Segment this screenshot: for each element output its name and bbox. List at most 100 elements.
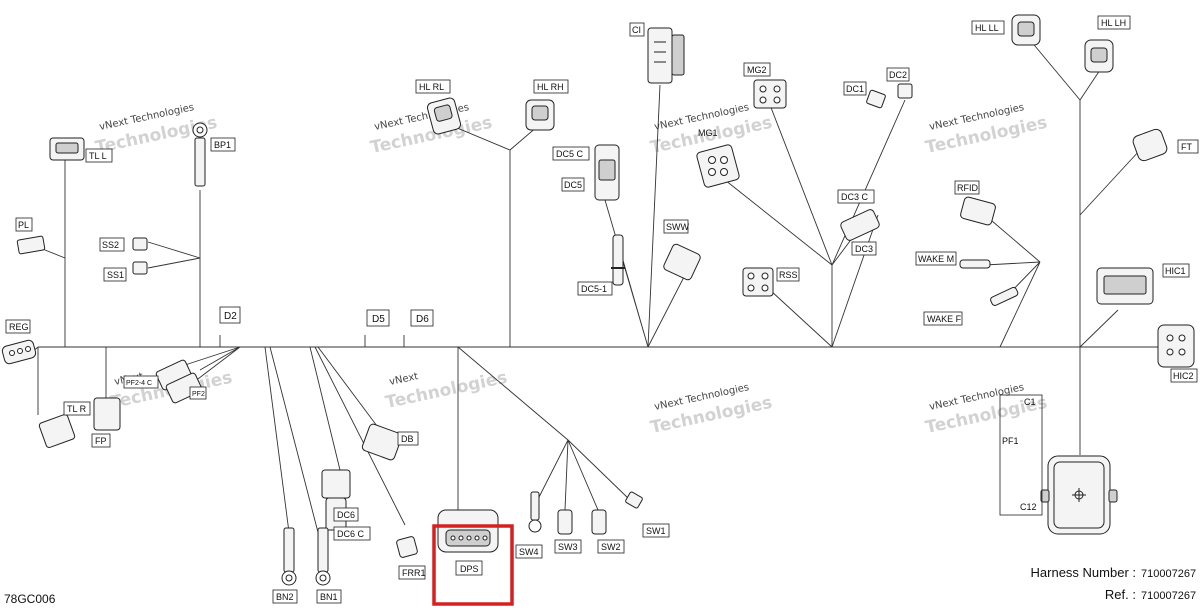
label-d2: D2 xyxy=(224,311,237,322)
label-db: DB xyxy=(401,434,414,444)
connector-db[interactable] xyxy=(361,423,403,461)
connector-wake-f[interactable] xyxy=(990,286,1019,306)
connector-fp[interactable] xyxy=(93,397,121,431)
label-rss: RSS xyxy=(779,270,798,280)
connector-wake-m[interactable] xyxy=(959,259,991,269)
label-bp1: BP1 xyxy=(214,140,231,150)
connector-dps[interactable] xyxy=(437,509,499,553)
wire-dc6-frr-db xyxy=(309,346,406,526)
connector-mg1[interactable] xyxy=(696,144,740,188)
label-ft: FT xyxy=(1181,142,1192,152)
watermark-small: vNext xyxy=(388,371,419,388)
connector-tl-l[interactable] xyxy=(49,137,85,161)
label-dc6: DC6 xyxy=(337,510,355,520)
connector-sw1[interactable] xyxy=(625,491,643,509)
connector-hl-ll[interactable] xyxy=(1011,14,1041,46)
connector-dc5[interactable] xyxy=(594,144,620,201)
connector-sw4[interactable] xyxy=(528,491,542,533)
label-mg1: MG1 xyxy=(698,128,718,138)
label-dc5-c: DC5 C xyxy=(556,149,584,159)
label-dc2: DC2 xyxy=(889,70,907,80)
dps-highlight-frame xyxy=(432,524,514,606)
connector-dc3[interactable] xyxy=(839,208,880,241)
label-c12: C12 xyxy=(1020,502,1037,512)
wire-rss xyxy=(769,289,833,348)
label-tl-r: TL R xyxy=(67,404,87,414)
connector-ft[interactable] xyxy=(1131,128,1168,163)
label-pl: PL xyxy=(18,220,29,230)
wire-rfid-wake xyxy=(984,214,1041,348)
label-rfid: RFID xyxy=(957,183,978,193)
label-mg2: MG2 xyxy=(747,65,767,75)
label-wake-f: WAKE F xyxy=(927,314,962,324)
label-boxes: CI HL LL HL LH HL RL HL RH MG2 DC1 DC2 F… xyxy=(5,15,1199,604)
connector-sww[interactable] xyxy=(662,243,701,281)
connector-pf2[interactable] xyxy=(155,359,203,404)
connector-ss1[interactable] xyxy=(132,261,148,275)
connector-dc2[interactable] xyxy=(897,83,913,99)
connectors xyxy=(1,14,1195,586)
connector-bp1[interactable] xyxy=(192,122,208,187)
label-fp: FP xyxy=(95,436,107,446)
connector-hl-rl[interactable] xyxy=(426,97,462,135)
label-dc5: DC5 xyxy=(564,180,582,190)
label-d6: D6 xyxy=(416,314,429,325)
wire-sw xyxy=(457,346,631,511)
connector-dc5-1[interactable] xyxy=(611,234,625,286)
label-dps: DPS xyxy=(460,564,479,574)
label-dc1: DC1 xyxy=(846,84,864,94)
connector-sw2[interactable] xyxy=(591,509,607,535)
connector-bn1[interactable] xyxy=(315,527,331,586)
label-sw2: SW2 xyxy=(601,542,621,552)
label-hl-lh: HL LH xyxy=(1101,18,1126,28)
connector-mg2[interactable] xyxy=(753,79,787,109)
connector-tl-r[interactable] xyxy=(38,413,76,449)
label-dc6-c: DC6 C xyxy=(337,529,365,539)
connector-hic2[interactable] xyxy=(1157,324,1195,368)
label-pf2-4-c: PF2-4 C xyxy=(126,380,152,387)
label-bn2: BN2 xyxy=(276,592,294,602)
label-sw4: SW4 xyxy=(519,547,539,557)
label-dc3-c: DC3 C xyxy=(841,192,869,202)
connector-rss[interactable] xyxy=(742,267,774,297)
label-frr1: FRR1 xyxy=(402,568,426,578)
connector-dc1[interactable] xyxy=(866,89,886,109)
connector-sw3[interactable] xyxy=(557,509,573,535)
label-hic1: HIC1 xyxy=(1165,266,1186,276)
connector-ci[interactable] xyxy=(647,27,685,84)
connector-hl-rh[interactable] xyxy=(525,99,555,131)
connector-rfid[interactable] xyxy=(960,196,997,226)
wire-hic1 xyxy=(1079,309,1119,348)
wire-bn xyxy=(264,346,321,541)
harness-number-label: Harness Number : xyxy=(1031,565,1136,580)
wire-dc3 xyxy=(831,214,879,348)
label-sww: SWW xyxy=(666,222,689,232)
connector-reg[interactable] xyxy=(1,339,37,365)
harness-ref-value: 710007267 xyxy=(1141,590,1196,602)
label-bn1: BN1 xyxy=(320,592,338,602)
harness-number-value: 710007267 xyxy=(1141,568,1196,580)
wire-ss xyxy=(147,241,201,269)
label-hl-ll: HL LL xyxy=(975,23,999,33)
label-hl-rh: HL RH xyxy=(537,82,564,92)
connector-bn2[interactable] xyxy=(281,527,297,586)
connector-hic1[interactable] xyxy=(1096,267,1154,305)
connector-frr1[interactable] xyxy=(396,536,418,558)
label-ss2: SS2 xyxy=(102,240,119,250)
wire-pf2 xyxy=(184,346,241,386)
connector-ss2[interactable] xyxy=(132,237,148,251)
label-ci: CI xyxy=(632,25,641,35)
label-pf2: PF2 xyxy=(192,391,205,398)
wire-hl-r xyxy=(449,119,546,347)
label-d5: D5 xyxy=(372,314,385,325)
wire-dc5 xyxy=(604,199,686,348)
connector-pl[interactable] xyxy=(16,235,46,255)
connector-hl-lh[interactable] xyxy=(1084,39,1114,73)
connector-pf1-fusebox[interactable] xyxy=(999,394,1118,535)
label-tl-l: TL L xyxy=(89,151,107,161)
wire-hl-l xyxy=(1029,39,1141,347)
label-dc3: DC3 xyxy=(855,244,873,254)
label-c1: C1 xyxy=(1024,397,1036,407)
